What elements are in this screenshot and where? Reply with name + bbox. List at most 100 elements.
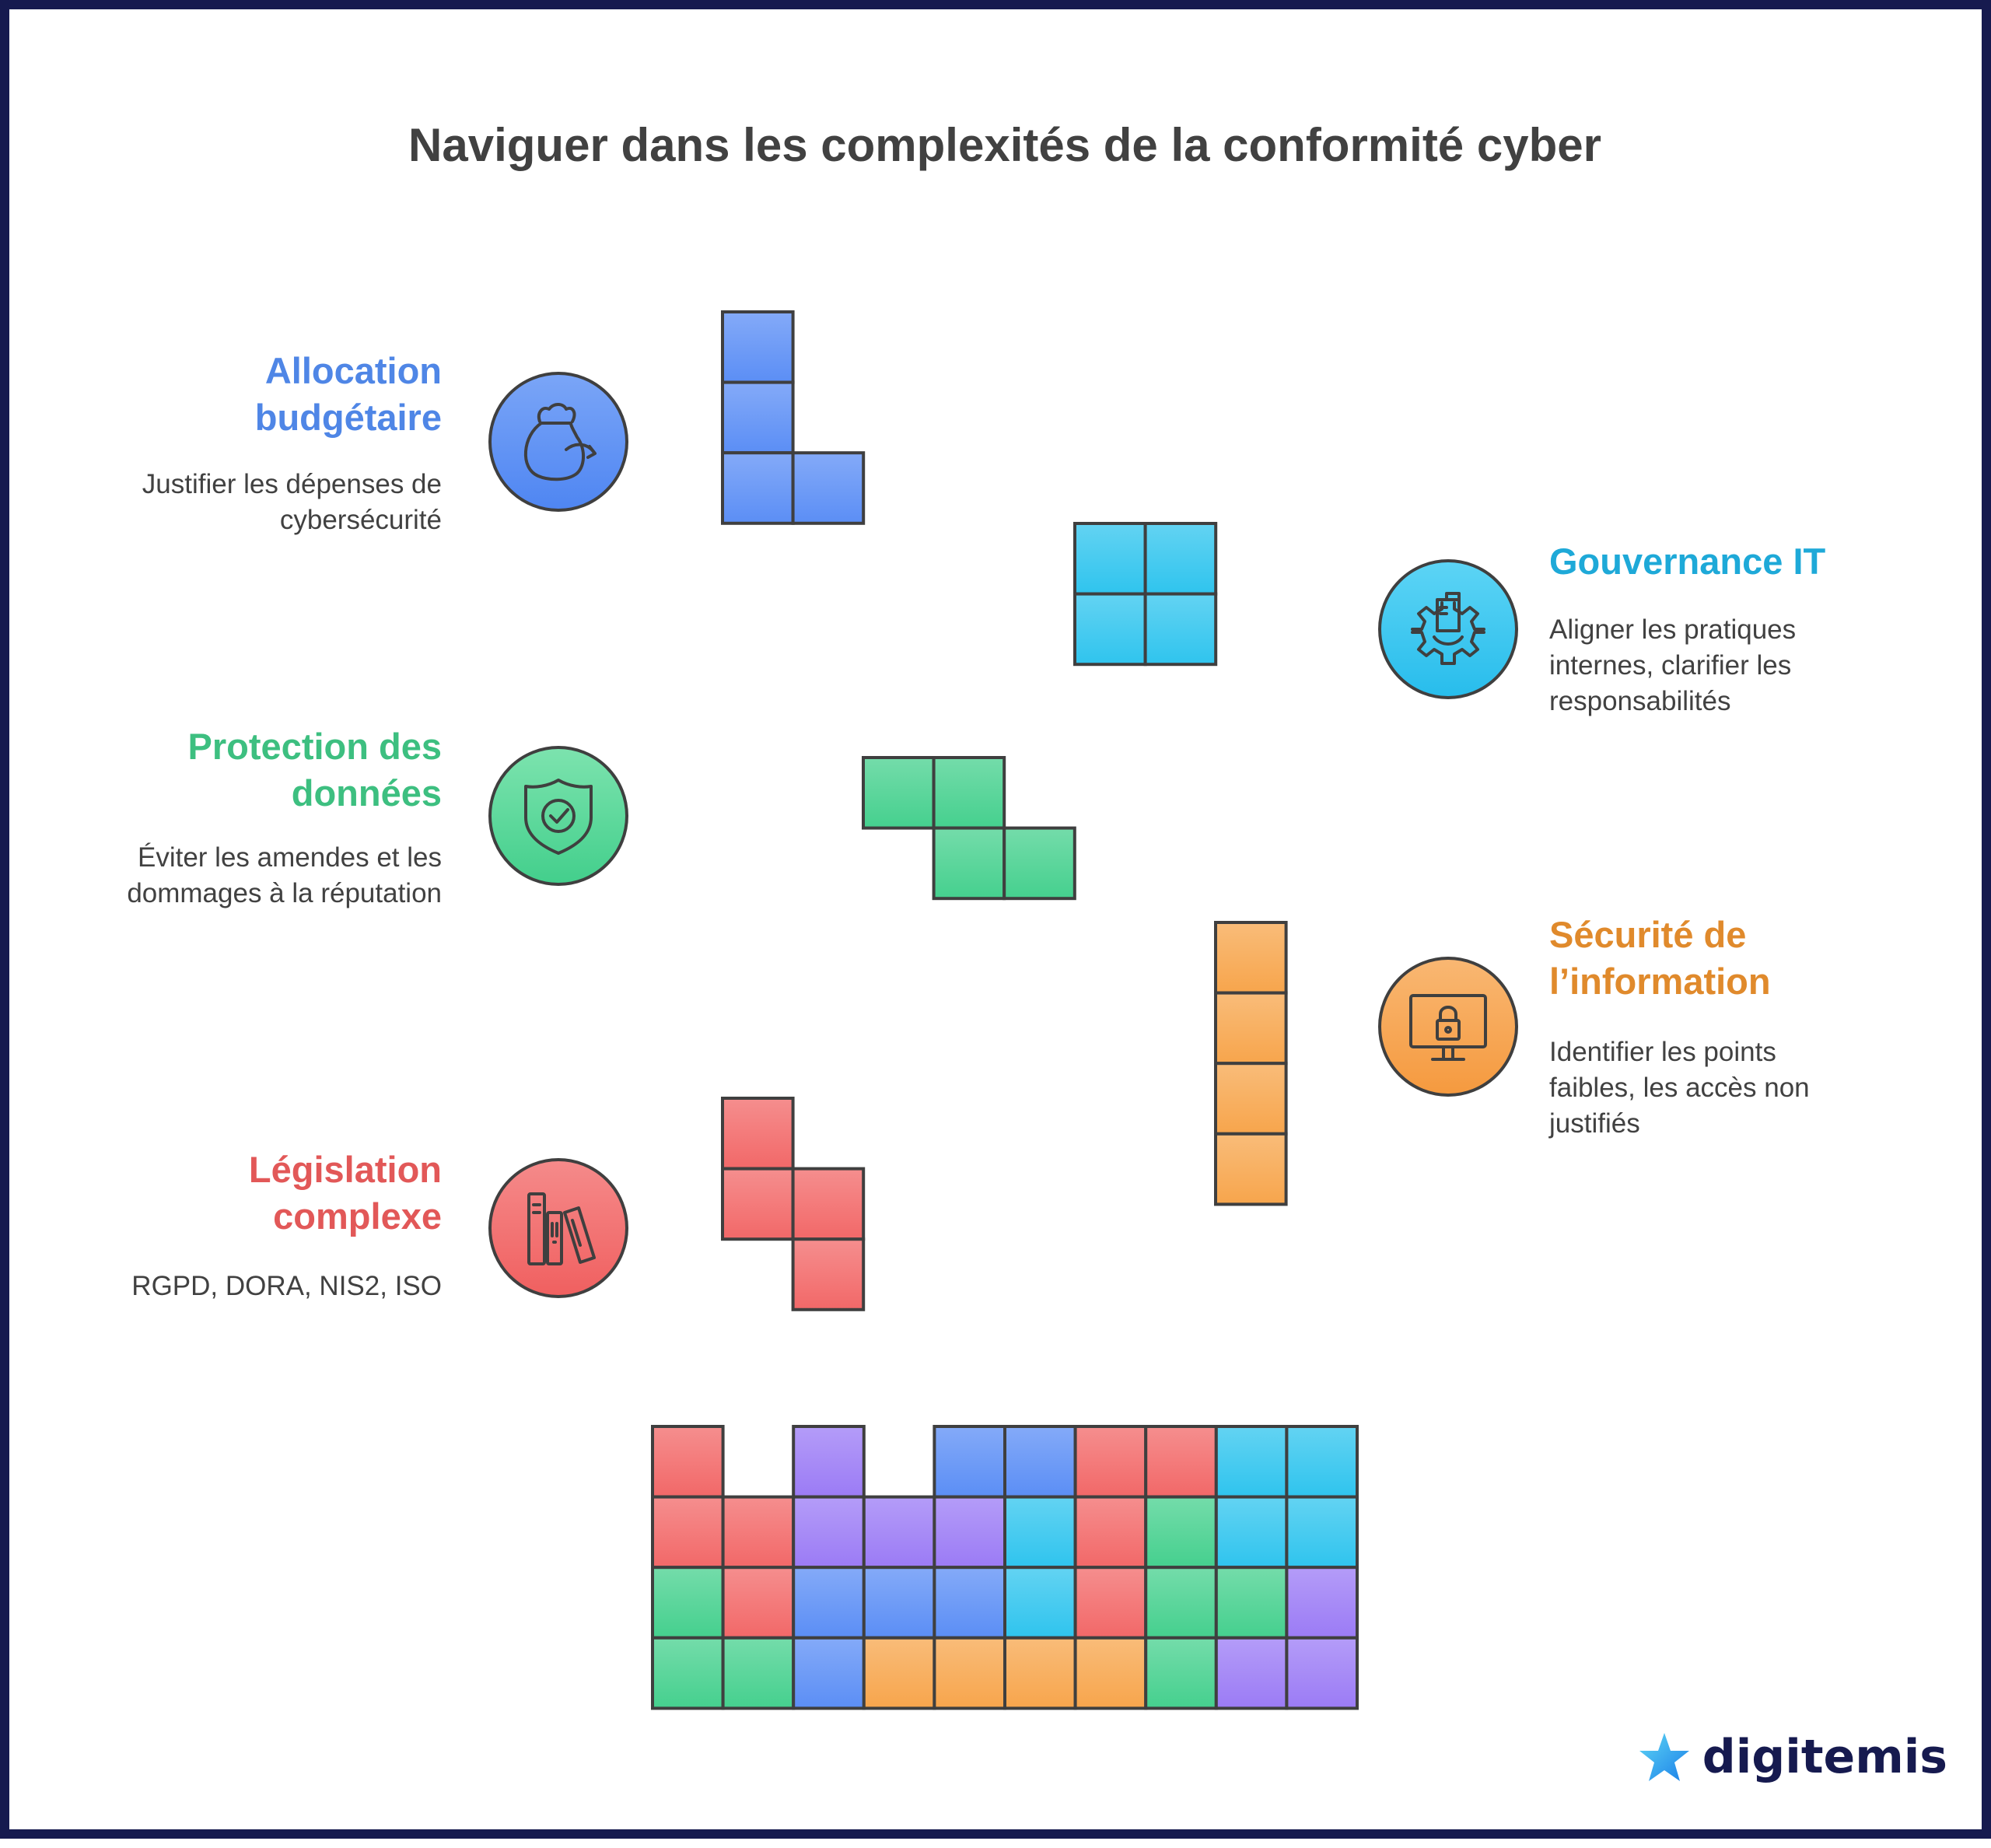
stack-block (1144, 1636, 1218, 1710)
stack-block (1144, 1566, 1218, 1640)
heading-line: complexe (273, 1195, 442, 1237)
heading-legislation-complexe: Législation complexe (249, 1146, 442, 1240)
desc-line: Identifier les points (1549, 1037, 1776, 1067)
stack-block (862, 1566, 936, 1640)
block (1214, 921, 1288, 995)
heading-allocation-budgetaire: Allocation budgétaire (255, 348, 442, 441)
cyan-o-piece (1073, 522, 1218, 667)
desc-line: Justifier les dépenses de (142, 469, 442, 499)
stack-block (1285, 1495, 1359, 1570)
stack-block (1073, 1425, 1148, 1499)
stack-block (1003, 1636, 1077, 1710)
stack-block (862, 1636, 936, 1710)
page-title: Naviguer dans les complexités de la conf… (408, 119, 1601, 171)
logo-text: digitemis (1702, 1730, 1947, 1784)
stack-block (651, 1425, 725, 1499)
stack-block (1003, 1495, 1077, 1570)
heading-protection-donnees: Protection des données (188, 723, 442, 817)
heading-securite-information: Sécurité de l’information (1549, 912, 1771, 1005)
desc-line: justifiés (1549, 1108, 1640, 1139)
block (791, 1167, 866, 1241)
stack-block (1214, 1425, 1289, 1499)
heading-line: données (291, 772, 442, 814)
stack-block (1285, 1636, 1359, 1710)
block (721, 451, 795, 525)
stack-block (1073, 1495, 1148, 1570)
stacked-blocks (651, 1425, 1359, 1710)
blue-l-piece (721, 310, 866, 525)
block (721, 380, 795, 455)
stack-block (792, 1636, 866, 1710)
stack-block (933, 1636, 1007, 1710)
stack-block (651, 1636, 725, 1710)
stack-block (792, 1566, 866, 1640)
stack-block (933, 1566, 1007, 1640)
monitor-lock-icon (1378, 957, 1518, 1097)
stack-block (651, 1566, 725, 1640)
stack-block (1073, 1566, 1148, 1640)
block (791, 1237, 866, 1311)
desc-gouvernance-it: Aligner les pratiques internes, clarifie… (1549, 612, 1796, 719)
block (1143, 522, 1218, 596)
block (862, 756, 936, 830)
block (1073, 592, 1147, 667)
stack-block (1144, 1495, 1218, 1570)
stack-block (721, 1636, 796, 1710)
block (721, 1167, 795, 1241)
block (1143, 592, 1218, 667)
block (791, 451, 866, 525)
digitemis-logo: digitemis (1637, 1730, 1947, 1784)
stack-block (1214, 1566, 1289, 1640)
stack-block (1144, 1425, 1218, 1499)
stack-block (1073, 1636, 1148, 1710)
desc-line: dommages à la réputation (127, 878, 442, 908)
heading-line: Protection des (187, 726, 442, 767)
stack-block (933, 1495, 1007, 1570)
star-logo-icon (1639, 1733, 1689, 1781)
desc-line: Aligner les pratiques (1549, 614, 1797, 645)
block (721, 1097, 795, 1171)
block (932, 756, 1006, 830)
block (932, 826, 1006, 901)
shield-check-icon (488, 746, 628, 886)
heading-gouvernance-it: Gouvernance IT (1549, 538, 1825, 585)
stack-block (1285, 1425, 1359, 1499)
law-books-icon (488, 1158, 628, 1298)
stack-block (933, 1425, 1007, 1499)
tetris-board (651, 310, 1359, 1710)
money-bag-icon (488, 372, 628, 512)
stack-block (1003, 1566, 1077, 1640)
stack-block (862, 1495, 936, 1570)
block (721, 310, 795, 384)
stack-block (792, 1425, 866, 1499)
red-s-piece (721, 1097, 866, 1311)
heading-line: Allocation (264, 350, 442, 391)
stack-block (1003, 1425, 1077, 1499)
desc-protection-donnees: Éviter les amendes et les dommages à la … (127, 840, 442, 912)
stack-block (651, 1495, 725, 1570)
block (1002, 826, 1076, 901)
orange-i-piece (1214, 921, 1288, 1206)
stack-block (1285, 1566, 1359, 1640)
desc-legislation-complexe: RGPD, DORA, NIS2, ISO (131, 1269, 442, 1304)
heading-line: budgétaire (254, 397, 442, 438)
desc-allocation-budgetaire: Justifier les dépenses de cybersécurité (142, 467, 442, 538)
desc-line: RGPD, DORA, NIS2, ISO (131, 1271, 442, 1301)
stack-block (1214, 1636, 1289, 1710)
stack-block (721, 1566, 796, 1640)
block (1214, 1062, 1288, 1136)
green-z-piece (862, 756, 1076, 901)
heading-line: Sécurité de (1549, 914, 1747, 955)
block (1214, 1132, 1288, 1206)
desc-line: cybersécurité (279, 505, 442, 535)
heading-line: Gouvernance IT (1549, 541, 1826, 582)
desc-securite-information: Identifier les points faibles, les accès… (1549, 1034, 1810, 1142)
heading-line: Législation (248, 1149, 442, 1190)
stack-block (792, 1495, 866, 1570)
gear-document-icon (1378, 559, 1518, 699)
desc-line: responsabilités (1549, 686, 1731, 716)
block (1073, 522, 1147, 596)
stack-block (1214, 1495, 1289, 1570)
desc-line: internes, clarifier les (1549, 650, 1792, 681)
